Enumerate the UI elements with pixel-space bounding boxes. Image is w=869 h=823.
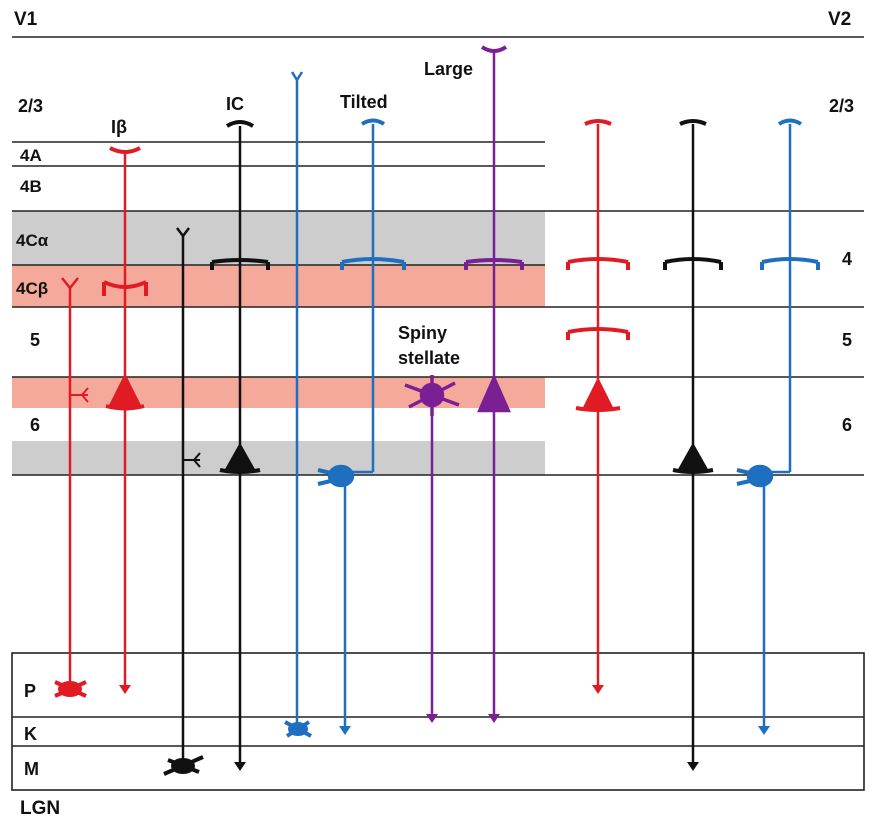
lgn-cell-body-icon <box>163 755 204 776</box>
pyramidal-soma-icon <box>477 373 511 413</box>
apical-tuft-icon <box>360 118 386 126</box>
axon-terminal-icon <box>61 277 79 291</box>
v1-layer-label-6: 6 <box>30 415 40 435</box>
black-ic-neuron <box>210 120 270 771</box>
apical-tuft-icon <box>679 119 707 126</box>
basal-branch-icon <box>566 257 630 270</box>
cell-label-spiny-line1: Spiny <box>398 323 447 343</box>
layer-boundaries <box>12 36 864 476</box>
apical-tuft-icon <box>777 118 803 126</box>
arrowhead-icon <box>339 726 351 735</box>
apical-tuft-icon <box>584 119 612 126</box>
basal-branch-icon <box>760 257 820 270</box>
v2-layer-label-5: 5 <box>842 330 852 350</box>
cell-label-spiny-line2: stellate <box>398 348 460 368</box>
v1-layer-label-4c-alpha: 4Cα <box>16 231 49 250</box>
v2-black-neuron <box>663 119 723 771</box>
arrowhead-icon <box>592 685 604 694</box>
v1-layer-label-2-3: 2/3 <box>18 96 43 116</box>
v2-layer-label-6: 6 <box>842 415 852 435</box>
tilted-soma-icon <box>746 464 774 488</box>
purple-spiny-stellate-neuron <box>404 375 460 723</box>
side-terminal-icon <box>70 387 89 403</box>
region-label-v2: V2 <box>828 9 851 30</box>
v1-layer-label-5: 5 <box>30 330 40 350</box>
pyramidal-soma-icon <box>107 373 143 408</box>
lgn-layer-label-p: P <box>24 681 36 701</box>
band-lower-6 <box>12 441 545 475</box>
red-lgn-p-axon <box>54 277 89 698</box>
basal-branch-icon <box>102 280 148 296</box>
lgn-layer-label-m: M <box>24 759 39 779</box>
lgn-cell-body-icon <box>54 680 87 698</box>
v1-layer-label-4b: 4B <box>20 177 42 196</box>
basal-branch-icon <box>663 257 723 270</box>
region-label-v1: V1 <box>14 9 38 30</box>
basal-branch-icon <box>340 257 406 270</box>
v1-layer-label-4c-beta: 4Cβ <box>16 279 48 298</box>
region-label-lgn: LGN <box>20 798 60 819</box>
cell-label-ic: IC <box>226 94 244 114</box>
arrowhead-icon <box>426 714 438 723</box>
axon-terminal-icon <box>290 71 304 83</box>
arrowhead-icon <box>687 762 699 771</box>
cell-label-tilted: Tilted <box>340 92 388 112</box>
v2-layer-label-4: 4 <box>842 249 852 269</box>
basal-branch-icon <box>464 258 524 270</box>
pyramidal-soma-icon <box>676 442 710 472</box>
apical-tuft-icon <box>480 45 508 53</box>
band-upper-6 <box>12 377 545 408</box>
v2-red-neuron <box>566 119 630 694</box>
basal-branch-icon <box>210 258 270 270</box>
cell-label-large: Large <box>424 59 473 79</box>
v2-layer-label-2-3: 2/3 <box>829 96 854 116</box>
cell-label-ib: Iβ <box>111 117 127 137</box>
blue-lgn-k-axon <box>284 71 312 738</box>
arrowhead-icon <box>234 762 246 771</box>
black-lgn-m-axon <box>163 227 204 776</box>
pyramidal-soma-icon <box>581 377 615 410</box>
v1-layer-label-4a: 4A <box>20 146 42 165</box>
lgn-box <box>11 652 865 791</box>
apical-tuft-icon <box>109 146 141 154</box>
arrowhead-icon <box>119 685 131 694</box>
basal-branch-icon <box>566 327 630 340</box>
lgn-layer-label-k: K <box>24 724 37 744</box>
v2-blue-neuron <box>736 118 820 735</box>
lgn-cell-body-icon <box>284 720 312 738</box>
side-terminal-icon <box>183 452 201 468</box>
red-ib-neuron <box>102 146 148 694</box>
apical-tuft-icon <box>225 120 255 128</box>
band-4c-beta <box>12 265 545 307</box>
tilted-soma-icon <box>327 464 355 488</box>
band-4c-alpha <box>12 211 545 265</box>
arrowhead-icon <box>488 714 500 723</box>
blue-tilted-neuron <box>317 118 406 735</box>
arrowhead-icon <box>758 726 770 735</box>
purple-large-neuron <box>464 45 524 723</box>
axon-terminal-icon <box>176 227 190 239</box>
